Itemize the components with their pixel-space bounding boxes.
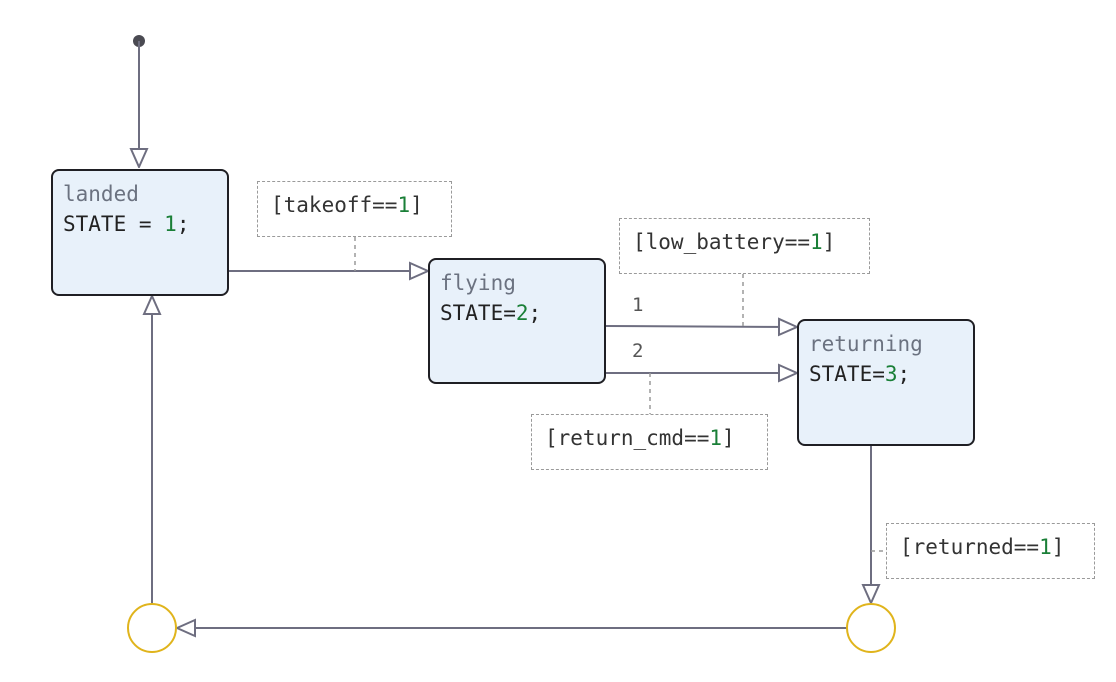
state-name-flying: flying: [440, 271, 516, 295]
state-returning[interactable]: returning STATE=3;: [797, 319, 975, 446]
state-flying[interactable]: flying STATE=2;: [428, 258, 606, 384]
connective-junction-right[interactable]: [846, 603, 896, 653]
state-landed[interactable]: landed STATE = 1;: [51, 169, 229, 296]
guard-label-return-cmd[interactable]: [return_cmd==1]: [531, 414, 768, 470]
transition-priority-1: 1: [632, 294, 644, 316]
transition-priority-2: 2: [632, 340, 644, 362]
state-name-landed: landed: [63, 182, 139, 206]
state-name-returning: returning: [809, 332, 923, 356]
state-action-landed: STATE = 1;: [63, 212, 190, 236]
connective-junction-left[interactable]: [127, 603, 177, 653]
guard-label-low-battery[interactable]: [low_battery==1]: [619, 218, 870, 274]
state-action-returning: STATE=3;: [809, 362, 911, 386]
state-action-flying: STATE=2;: [440, 301, 542, 325]
guard-label-returned[interactable]: [returned==1]: [886, 523, 1095, 579]
guard-label-takeoff[interactable]: [takeoff==1]: [257, 181, 452, 237]
transition-flying-to-returning-1[interactable]: [605, 326, 797, 327]
